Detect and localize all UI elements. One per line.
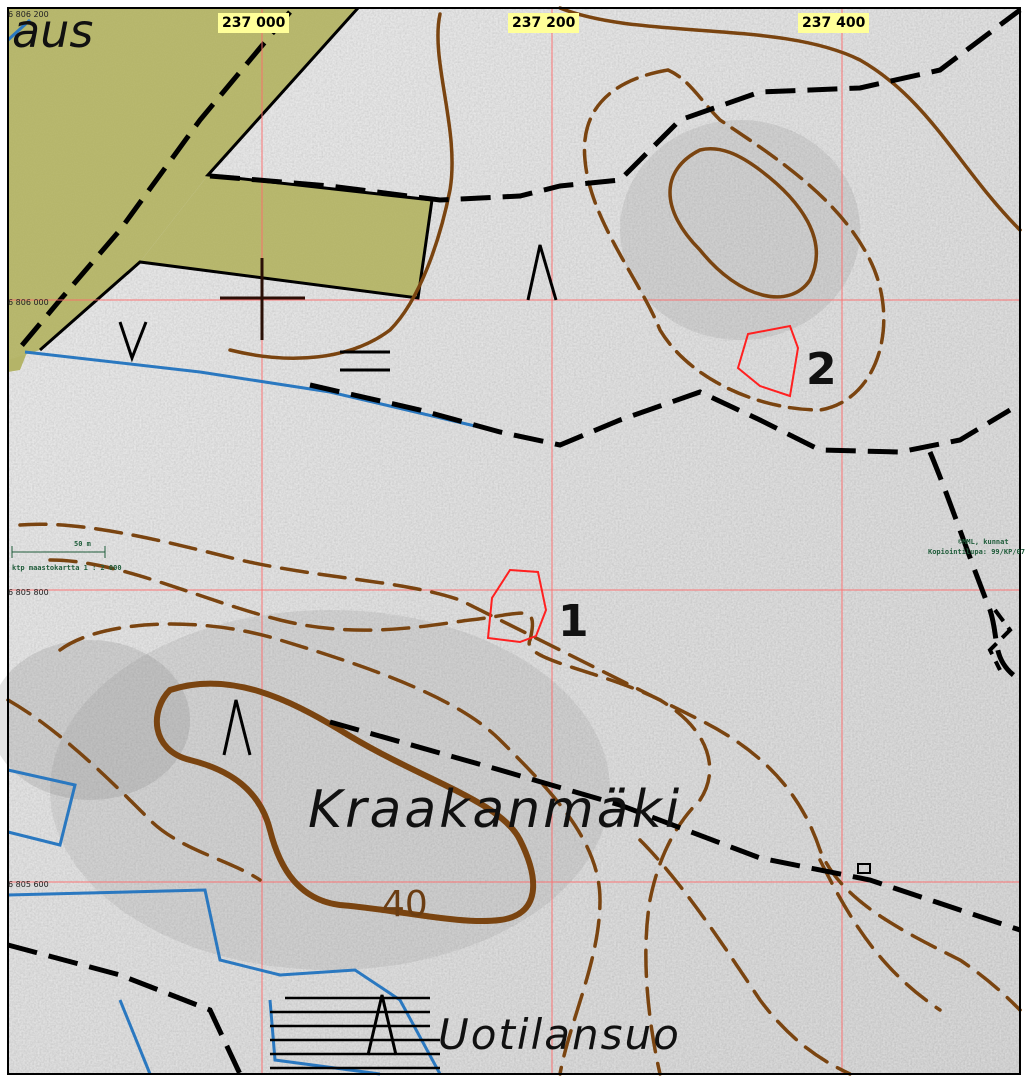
scale-bar-label: 50 m [74, 540, 91, 548]
hill-shading-kraakanmaki [50, 610, 610, 970]
site-2-outline[interactable] [736, 324, 800, 398]
contour-north-inner [668, 147, 819, 299]
contour-sw-dashed [6, 698, 262, 882]
stream-line-south [7, 888, 442, 1075]
pond-outline-west [7, 768, 77, 847]
tracks [7, 8, 1022, 1076]
site-1-label[interactable]: 1 [558, 596, 589, 647]
slope-symbol-hill [222, 699, 252, 756]
bog-hatching [270, 996, 440, 1070]
contour-north-dashed [582, 68, 886, 412]
slope-symbol-north [526, 244, 558, 301]
place-name-kraakanmaki: Kraakanmäki [308, 780, 683, 840]
contour-east-dashed [638, 838, 852, 1076]
map-scale-label: ktp maastokartta 1 : 2 000 [12, 564, 122, 572]
bog-outline [268, 999, 381, 1076]
easting-label-237400: 237 400 [798, 13, 870, 33]
track-north [209, 8, 1022, 203]
site-2-label[interactable]: 2 [806, 344, 837, 395]
contour-hill-outer-dashed [18, 522, 1022, 1012]
northing-label-6806000: 6 806 000 [8, 298, 49, 307]
contour-lines [6, 6, 1022, 1076]
slope-symbol-west [118, 321, 148, 363]
water-features [6, 18, 476, 1076]
field-texture [8, 8, 432, 360]
copyright-line-2: Kopiointilupa: 99/KP/07 [928, 548, 1025, 556]
contour-40 [154, 680, 536, 924]
track-far-east-loop [987, 608, 1013, 671]
field-boundary-dashed [16, 10, 292, 352]
track-hill [329, 719, 1021, 933]
terrain-symbols [118, 244, 558, 1056]
track-southwest [7, 942, 243, 1076]
ditch-line [24, 350, 476, 428]
hill-shading-sw [0, 640, 190, 800]
scale-bar [11, 546, 106, 558]
track-middle [309, 382, 1012, 455]
contour-north-solid [228, 12, 454, 360]
contour-label-40: 40 [382, 884, 428, 925]
map-frame [7, 7, 1021, 1075]
slope-symbol-bog [366, 994, 398, 1056]
northing-label-6806200: 6 806 200 [8, 10, 49, 19]
contour-hill-mid-dashed [48, 558, 712, 1076]
stream-line-sw [118, 999, 152, 1075]
track-east [927, 451, 1022, 683]
contour-north-east [558, 6, 1022, 232]
survey-cross-symbol [220, 258, 305, 340]
northing-label-6805600: 6 805 600 [8, 880, 49, 889]
place-name-fragment: aus [12, 4, 94, 58]
field-boundary [39, 6, 434, 352]
building-symbol [857, 863, 871, 874]
place-name-uotilansuo: Uotilansuo [438, 1010, 681, 1059]
contour-hill-inner-dashed [58, 622, 602, 1076]
copyright-line-1: ©MML, kunnat [958, 538, 1009, 546]
site-1-outline[interactable] [486, 568, 548, 644]
northing-label-6805800: 6 805 800 [8, 588, 49, 597]
stream-line-northwest [6, 18, 32, 42]
easting-label-237000: 237 000 [218, 13, 290, 33]
easting-label-237200: 237 200 [508, 13, 580, 33]
contour-far-east [818, 858, 942, 1012]
hill-shading-north [620, 120, 860, 340]
